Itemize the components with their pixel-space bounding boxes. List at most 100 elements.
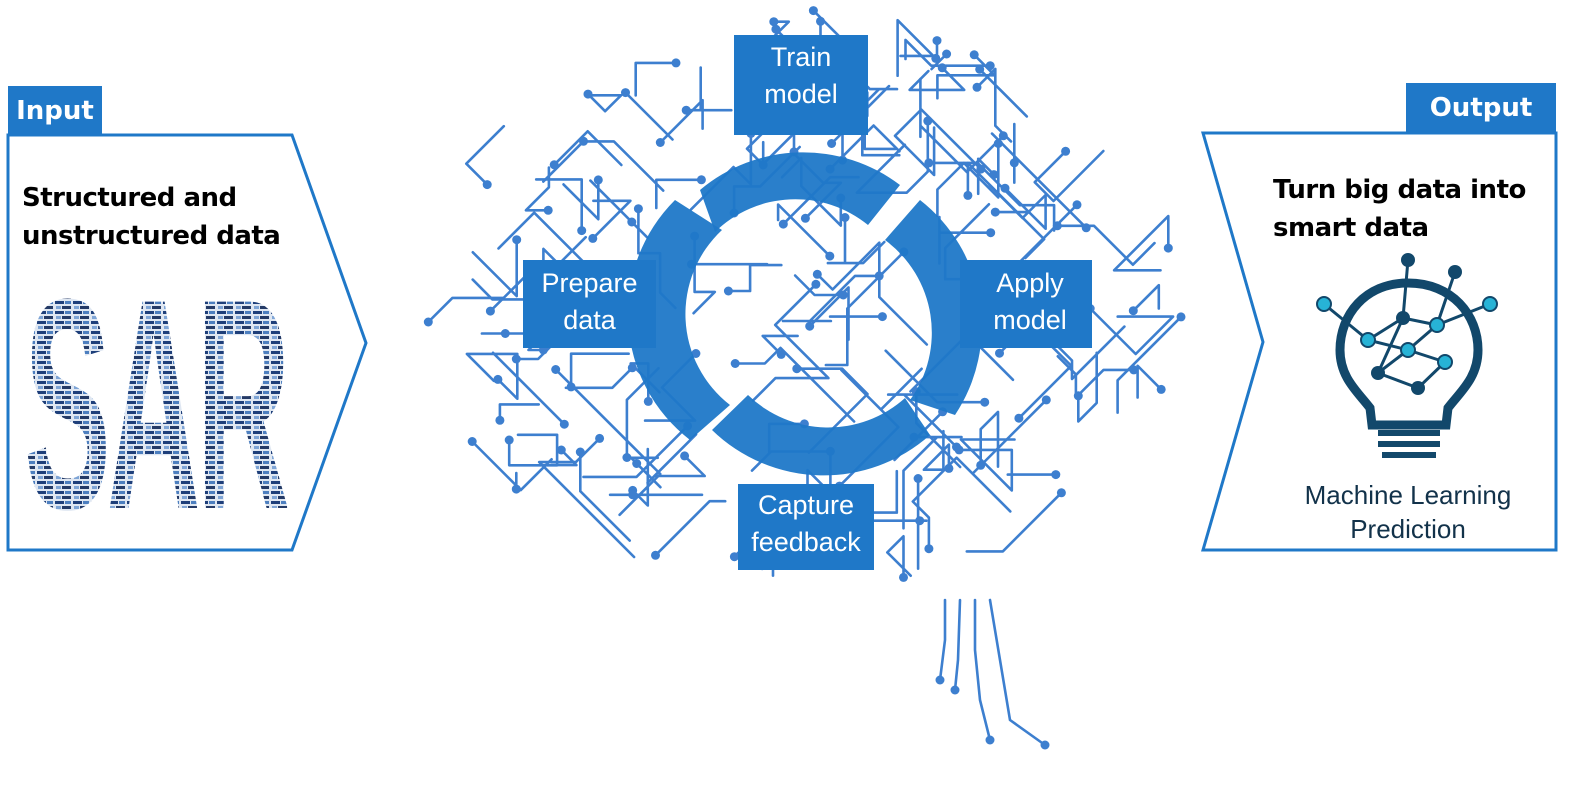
circuit-node xyxy=(1128,306,1138,316)
circuit-trace xyxy=(978,68,1029,118)
circuit-trace xyxy=(957,438,1016,492)
circuit-trace xyxy=(761,132,796,166)
circuit-trace xyxy=(654,178,703,210)
circuit-node xyxy=(595,433,605,443)
circuit-trace xyxy=(586,92,623,113)
circuit-node xyxy=(877,312,887,322)
circuit-node xyxy=(1072,200,1082,210)
circuit-trace xyxy=(795,367,869,454)
circuit-node xyxy=(467,437,477,446)
circuit-trace xyxy=(629,456,662,489)
circuit-node xyxy=(990,207,1000,217)
circuit-trace xyxy=(591,199,632,240)
circuit-node xyxy=(577,226,587,236)
circuit-trace xyxy=(733,346,856,423)
sar-wordcloud: SAR xyxy=(24,236,298,572)
circuit-trace xyxy=(654,499,727,557)
circuit-node xyxy=(932,36,942,46)
circuit-node xyxy=(730,359,740,368)
circuit-node xyxy=(628,490,638,500)
circuit-node xyxy=(1014,413,1024,423)
output-title: Turn big data into smart data xyxy=(1273,175,1526,243)
circuit-node xyxy=(691,349,701,358)
circuit-trace xyxy=(1116,315,1183,414)
circuit-trace xyxy=(549,448,578,467)
circuit-node xyxy=(840,213,850,222)
circuit-node xyxy=(811,279,821,289)
circuit-node xyxy=(651,550,660,560)
circuit-trace xyxy=(971,398,1048,475)
circuit-node xyxy=(972,82,982,92)
circuit-trace xyxy=(885,534,913,579)
circuit-node xyxy=(622,453,632,462)
lightbulb-network-icon xyxy=(1316,253,1498,458)
circuit-node xyxy=(808,6,818,16)
circuit-node xyxy=(985,61,995,71)
circuit-node xyxy=(805,321,815,331)
circuit-trace xyxy=(919,77,1005,174)
circuit-trace xyxy=(975,67,1013,143)
circuit-trace xyxy=(824,250,906,367)
circuit-node xyxy=(980,397,990,407)
circuit-node xyxy=(986,228,996,238)
circuit-trace xyxy=(578,450,632,542)
circuit-node xyxy=(551,365,561,374)
circuit-trace xyxy=(781,274,881,323)
circuit-trace xyxy=(922,429,951,472)
circuit-trace xyxy=(465,352,519,401)
circuit-node xyxy=(899,572,908,582)
circuit-node xyxy=(627,217,637,227)
circuit-trace xyxy=(990,132,1088,230)
circuit-stem-trace xyxy=(953,598,962,692)
circuit-stem-trace xyxy=(988,598,1047,747)
circuit-trace xyxy=(828,124,901,171)
prepare-data-box xyxy=(523,260,656,348)
circuit-node xyxy=(1061,146,1071,156)
circuit-trace xyxy=(582,424,689,479)
circuit-trace xyxy=(646,432,707,485)
circuit-node xyxy=(482,180,492,190)
circuit-trace xyxy=(896,18,938,77)
circuit-node xyxy=(1156,384,1166,394)
circuit-trace xyxy=(826,216,886,265)
circuit-stem-trace xyxy=(938,598,947,682)
circuit-node xyxy=(998,131,1008,141)
circuit-node xyxy=(771,24,781,34)
circuit-node xyxy=(512,235,522,245)
circuit-trace xyxy=(976,157,996,196)
circuit-trace xyxy=(524,166,551,212)
circuit-node xyxy=(976,164,986,174)
circuit-trace xyxy=(624,91,674,141)
circuit-node xyxy=(504,435,514,445)
circuit-trace xyxy=(793,274,845,297)
circuit-node xyxy=(950,685,960,695)
circuit-node xyxy=(985,735,995,745)
circuit-node xyxy=(588,233,598,243)
circuit-node xyxy=(593,175,603,185)
circuit-node xyxy=(915,516,925,526)
circuit-node xyxy=(913,474,923,483)
circuit-node xyxy=(937,63,947,73)
circuit-node xyxy=(1000,183,1010,193)
circuit-node xyxy=(633,204,643,214)
circuit-node xyxy=(1176,312,1186,322)
circuit-trace xyxy=(537,437,636,559)
circuit-node xyxy=(1041,395,1051,405)
train-model-box xyxy=(734,35,868,135)
step-label-train-model: Train model xyxy=(764,42,838,109)
circuit-trace xyxy=(911,456,1012,551)
circuit-node xyxy=(423,317,433,327)
circuit-trace xyxy=(776,203,832,258)
input-panel xyxy=(6,133,368,552)
circuit-trace xyxy=(497,211,591,270)
circuit-trace xyxy=(498,403,541,422)
circuit-trace xyxy=(751,282,830,402)
circuit-trace xyxy=(470,440,553,492)
circuit-node xyxy=(621,88,630,98)
circuit-trace xyxy=(1088,307,1175,356)
output-tag: Output xyxy=(1406,83,1556,133)
apply-model-box xyxy=(960,260,1092,348)
circuit-node xyxy=(1051,470,1061,480)
circuit-trace xyxy=(684,66,733,112)
input-tag: Input xyxy=(8,86,102,136)
